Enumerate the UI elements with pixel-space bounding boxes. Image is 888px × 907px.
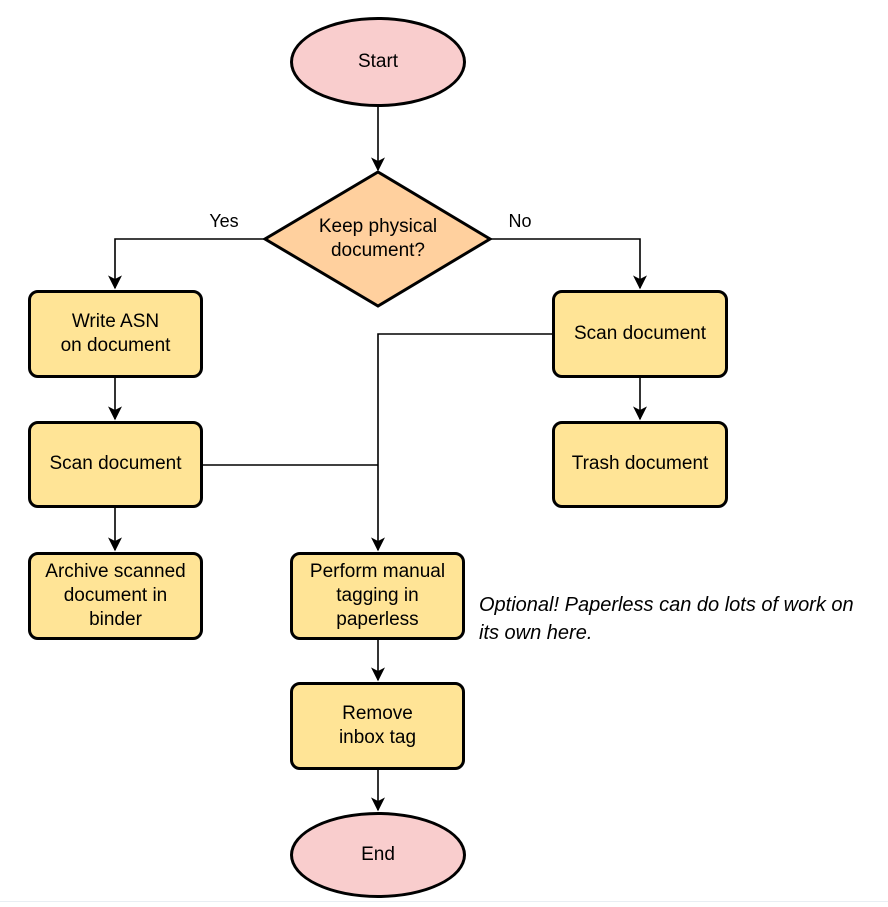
edge-scan-right-to-tagging: [371, 333, 552, 552]
edge-label-yes: Yes: [209, 211, 239, 231]
node-archive-document[interactable]: Archive scanned document in binder: [28, 552, 203, 640]
node-end[interactable]: End: [290, 812, 466, 898]
edge-label-no: No: [508, 211, 532, 231]
node-scan-document-right[interactable]: Scan document: [552, 290, 728, 378]
node-trash-document[interactable]: Trash document: [552, 421, 728, 508]
node-start[interactable]: Start: [290, 17, 466, 107]
node-decision-shape[interactable]: [262, 170, 493, 308]
annotation-optional-note: Optional! Paperless can do lots of work …: [479, 594, 854, 644]
node-manual-tagging[interactable]: Perform manual tagging in paperless: [290, 552, 465, 640]
node-remove-inbox-tag[interactable]: Remove inbox tag: [290, 682, 465, 770]
node-decision-label: Keep physical document?: [318, 215, 438, 261]
node-scan-document-left[interactable]: Scan document: [28, 421, 203, 508]
node-write-asn[interactable]: Write ASN on document: [28, 290, 203, 378]
edge-decision-yes-to-write-asn: [108, 238, 265, 290]
edge-decision-no-to-scan-right: [490, 238, 647, 290]
bottom-divider: [0, 901, 888, 902]
